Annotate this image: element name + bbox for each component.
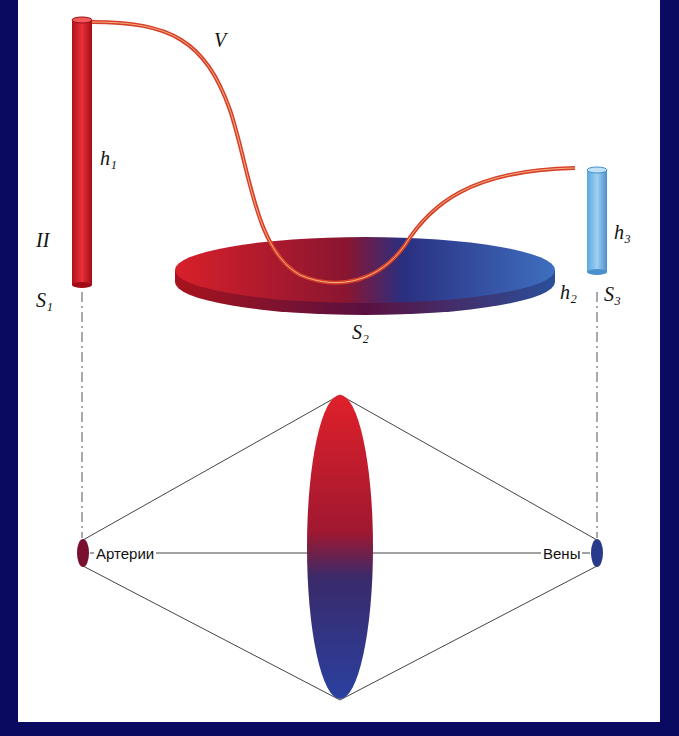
outline-line <box>83 566 340 700</box>
roman-numeral: II <box>36 230 49 250</box>
capillary-section <box>307 395 373 699</box>
pressure-curve <box>92 22 575 283</box>
projection-line <box>597 292 598 538</box>
outline-line <box>340 395 597 540</box>
vessel-label: Артерии <box>94 546 156 561</box>
outline-line <box>340 566 597 700</box>
height-label: h₂ <box>560 282 577 302</box>
capillary-disc <box>175 237 555 303</box>
vein-column-base <box>587 269 607 275</box>
vein-section <box>591 539 603 567</box>
curve-label: V <box>214 30 226 50</box>
artery-column-top <box>72 17 92 23</box>
artery-column <box>72 20 92 285</box>
area-label: S₁ <box>36 290 53 310</box>
area-label: S₃ <box>604 284 621 304</box>
area-label: S₂ <box>352 322 369 342</box>
vessel-label: Вены <box>541 546 582 561</box>
pressure-curve-highlight <box>92 22 575 283</box>
height-label: h₁ <box>100 148 117 168</box>
outline-line <box>83 395 340 540</box>
projection-line <box>82 292 83 538</box>
vein-column-top <box>587 167 607 173</box>
vein-column <box>587 170 607 272</box>
artery-section <box>77 539 89 567</box>
artery-column-base <box>72 282 92 288</box>
height-label: h₃ <box>614 222 631 242</box>
